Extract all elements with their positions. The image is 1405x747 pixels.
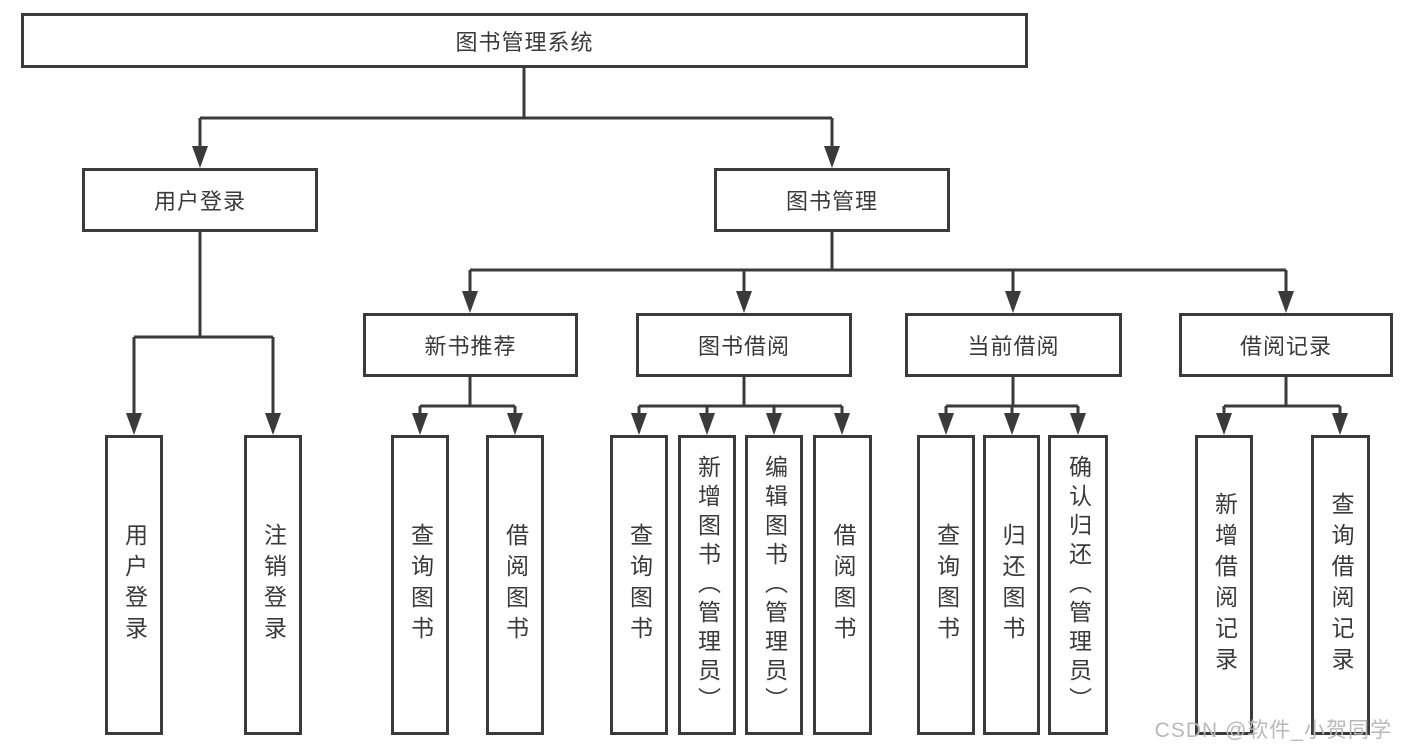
leaf-add-borrow-record: 新增借阅记录 [1195, 435, 1253, 735]
node-borrow-records: 借阅记录 [1179, 313, 1393, 377]
leaf-user-login: 用户登录 [105, 435, 163, 735]
leaf-confirm-return-admin: 确认归还（管理员） [1048, 435, 1108, 735]
leaf-borrow-books-recommend: 借阅图书 [486, 435, 544, 735]
node-book-borrow: 图书借阅 [636, 313, 852, 377]
node-library-system: 图书管理系统 [21, 13, 1028, 68]
node-user-login: 用户登录 [82, 168, 318, 232]
leaf-query-books-current: 查询图书 [917, 435, 975, 735]
leaf-query-borrow-record: 查询借阅记录 [1311, 435, 1370, 735]
leaf-logout-login: 注销登录 [244, 435, 302, 735]
arrowheads [126, 146, 1348, 435]
leaf-add-books-admin: 新增图书（管理员） [678, 435, 736, 735]
leaf-return-books: 归还图书 [983, 435, 1040, 735]
node-new-book-recommend: 新书推荐 [363, 313, 578, 377]
leaf-query-books-recommend: 查询图书 [391, 435, 449, 735]
leaf-borrow-books: 借阅图书 [813, 435, 872, 735]
node-current-borrow: 当前借阅 [905, 313, 1122, 377]
leaf-query-books-borrow: 查询图书 [610, 435, 668, 735]
node-book-management: 图书管理 [714, 168, 950, 232]
leaf-edit-books-admin: 编辑图书（管理员） [745, 435, 803, 735]
